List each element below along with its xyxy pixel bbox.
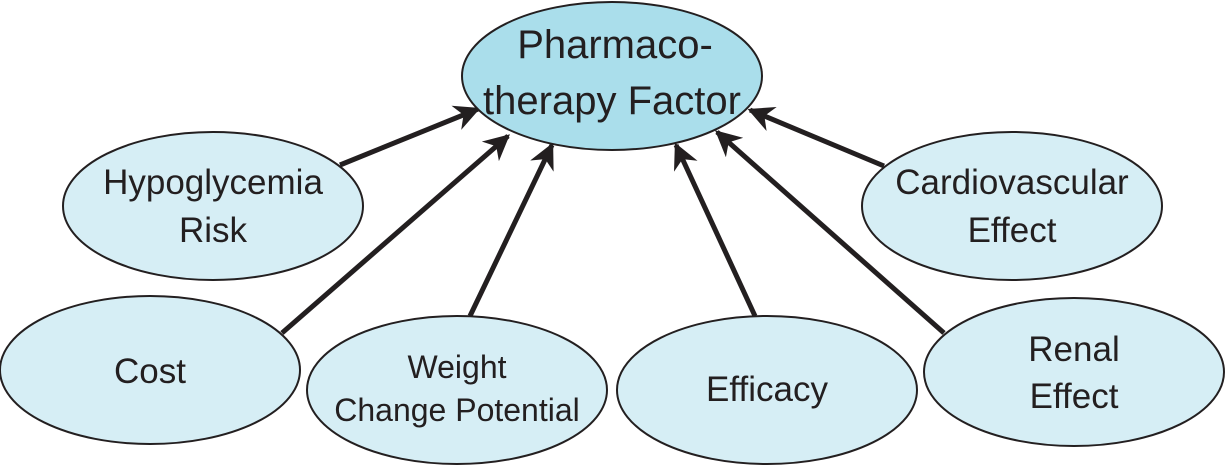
center-node-pharmacotherapy-factor: Pharmaco- therapy Factor [461,1,763,151]
arrow-renal-to-center [715,130,946,335]
hypoglycemia-line1: Hypoglycemia [103,163,323,202]
cardio-line1: Cardiovascular [895,163,1129,202]
factor-node-hypoglycemia-risk: Hypoglycemia Risk [62,131,364,281]
cost-label: Cost [114,352,186,391]
arrow-efficacy-to-center [673,142,758,318]
arrow-cardio-to-center [747,107,885,169]
factor-node-renal-effect: Renal Effect [923,297,1225,447]
hypoglycemia-line2: Risk [179,211,248,250]
center-node-line1: Pharmaco- [517,23,713,67]
factor-node-efficacy: Efficacy [616,315,918,465]
renal-line1: Renal [1028,330,1119,369]
weight-line1: Weight [407,349,506,385]
factor-node-weight-change-potential: Weight Change Potential [306,315,608,465]
factor-node-cardiovascular-effect: Cardiovascular Effect [861,131,1163,281]
arrow-hypoglycemia-to-center [339,105,481,168]
arrow-weight-to-center [467,142,555,318]
weight-line2: Change Potential [334,392,580,428]
factor-node-cost: Cost [0,295,301,445]
center-node-line2: therapy Factor [483,79,741,123]
cardio-line2: Effect [968,211,1057,250]
arrow-cost-to-center [280,134,510,335]
efficacy-label: Efficacy [706,370,828,409]
renal-line2: Effect [1030,377,1119,416]
